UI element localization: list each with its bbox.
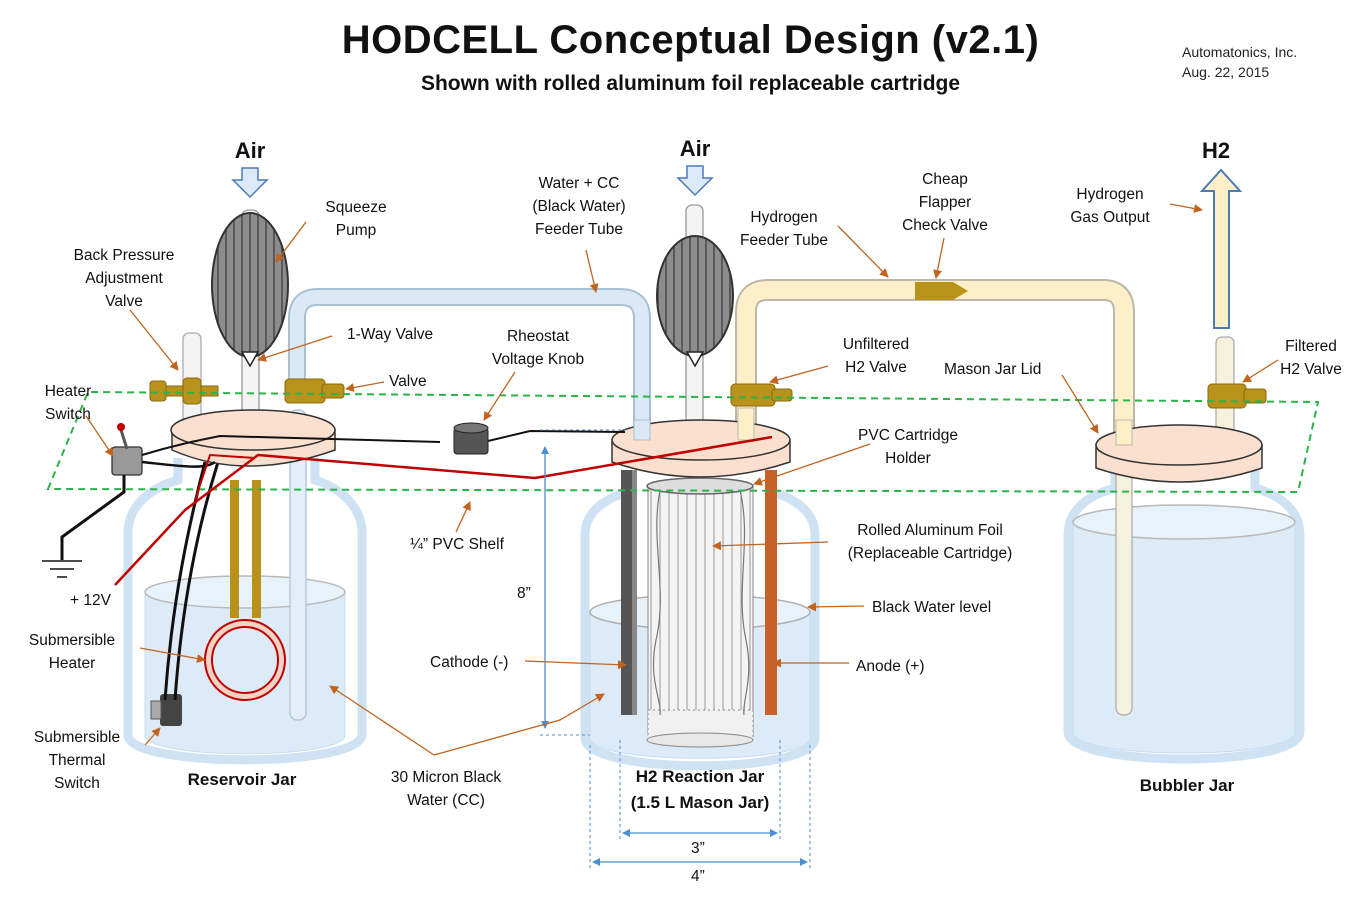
reservoir-jar-label: Reservoir Jar — [188, 770, 297, 789]
wire-plus-12v — [114, 435, 773, 586]
check-valve — [915, 282, 968, 300]
black-water-level-label: Black Water level — [872, 599, 991, 616]
diagram-title: HODCELL Conceptual Design (v2.1) — [341, 18, 1040, 62]
feeder-valve — [284, 378, 345, 404]
feeder-tube-label: Water + CC(Black Water)Feeder Tube — [532, 175, 625, 238]
hydrogen-tube — [735, 279, 1135, 440]
wire-rheostat-out — [487, 429, 626, 442]
air-left-arrow — [231, 167, 269, 199]
electrodes — [621, 470, 777, 715]
submersible-heater — [204, 480, 286, 701]
ground-wire — [60, 475, 126, 560]
diagram-subtitle: Shown with rolled aluminum foil replacea… — [420, 72, 961, 95]
reaction-jar-label: H2 Reaction Jar(1.5 L Mason Jar) — [631, 767, 770, 812]
anode-label: Anode (+) — [856, 658, 925, 675]
bubbler-jar — [1063, 466, 1305, 764]
ground-symbol — [42, 560, 82, 578]
air-left-label: Air — [235, 138, 266, 163]
callout-leaders — [85, 203, 1279, 756]
air-center-label: Air — [680, 136, 711, 161]
bubbler-jar-label: Bubbler Jar — [1140, 776, 1235, 795]
foil-label: Rolled Aluminum Foil(Replaceable Cartrid… — [848, 522, 1013, 562]
back-pressure-valve — [149, 377, 219, 405]
dimension-lines — [540, 429, 811, 868]
outer-width-label: 4” — [691, 868, 705, 885]
height-label: 8” — [517, 585, 531, 602]
foil-cartridge — [646, 477, 754, 748]
valve-label: Valve — [389, 373, 427, 390]
h2-output-label: H2 — [1202, 138, 1230, 163]
mason-lid-label: Mason Jar Lid — [944, 361, 1041, 378]
h2-output-arrow — [1199, 168, 1243, 329]
rheostat-knob — [453, 422, 489, 455]
company-name: Automatonics, Inc. — [1182, 44, 1298, 60]
one-way-valve-left — [240, 351, 260, 368]
diagram-date: Aug. 22, 2015 — [1182, 64, 1270, 80]
unfiltered-valve — [730, 383, 793, 407]
one-way-valve-label: 1-Way Valve — [347, 326, 433, 343]
pvc-shelf — [46, 390, 1320, 494]
bubbler-lid — [1095, 424, 1263, 483]
reservoir-long-tube — [289, 409, 307, 721]
feeder-tube — [288, 288, 651, 438]
wire-black-2 — [173, 461, 220, 701]
plus-12v-label: + 12V — [70, 592, 112, 609]
cathode-label: Cathode (-) — [430, 654, 508, 671]
filtered-valve — [1207, 383, 1267, 409]
one-way-valve-center — [685, 351, 705, 368]
squeeze-pump-center — [656, 235, 734, 357]
dimension-arrows — [541, 446, 808, 866]
squeeze-pump-left — [211, 212, 289, 358]
pvc-shelf-label: ¼” PVC Shelf — [410, 536, 505, 553]
thermal-switch — [150, 694, 182, 726]
wire-rheostat-in — [141, 434, 441, 456]
air-center-arrow — [676, 165, 714, 197]
heater-switch — [111, 423, 143, 476]
inner-width-label: 3” — [691, 840, 705, 857]
